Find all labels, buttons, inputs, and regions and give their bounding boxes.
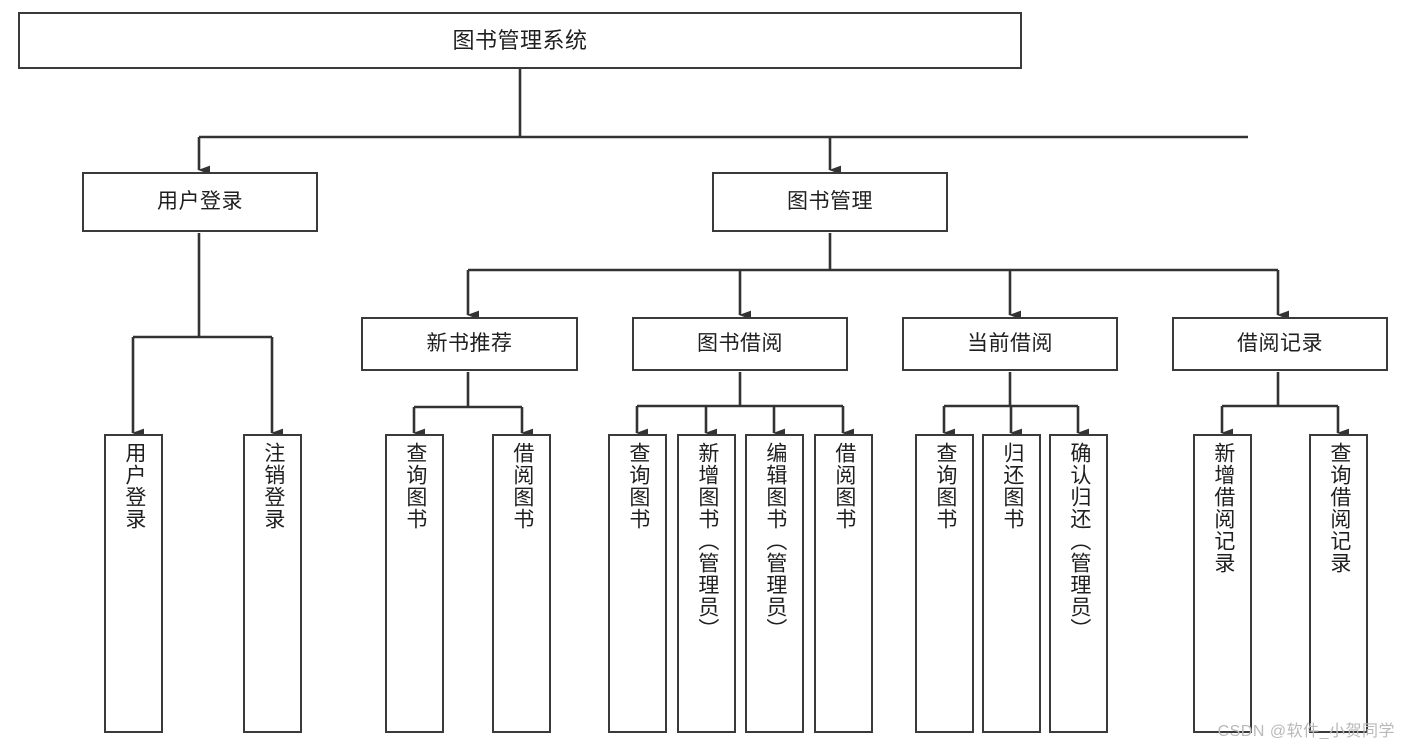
node-label: 确认归还（管理员） [1067, 442, 1091, 640]
node-leaf-add-book-admin[interactable]: 新增图书（管理员） [677, 434, 736, 733]
node-leaf-borrow-book-borrow[interactable]: 借阅图书 [814, 434, 873, 733]
node-book-management[interactable]: 图书管理 [712, 172, 948, 232]
node-leaf-return-book[interactable]: 归还图书 [982, 434, 1041, 733]
node-label: 查询图书 [626, 442, 650, 530]
node-leaf-user-login[interactable]: 用户登录 [104, 434, 163, 733]
node-label: 注销登录 [261, 442, 285, 530]
node-label: 新增借阅记录 [1211, 442, 1235, 574]
node-label: 图书管理 [787, 189, 873, 213]
node-leaf-query-book-new-recommend[interactable]: 查询图书 [385, 434, 444, 733]
node-leaf-edit-book-admin[interactable]: 编辑图书（管理员） [745, 434, 804, 733]
node-label: 借阅记录 [1237, 331, 1323, 355]
node-label: 查询借阅记录 [1327, 442, 1351, 574]
node-leaf-add-borrow-record[interactable]: 新增借阅记录 [1193, 434, 1252, 733]
node-label: 借阅图书 [832, 442, 856, 530]
node-user-login[interactable]: 用户登录 [82, 172, 318, 232]
node-new-book-recommend[interactable]: 新书推荐 [361, 317, 578, 371]
node-book-borrow[interactable]: 图书借阅 [632, 317, 848, 371]
node-borrow-record[interactable]: 借阅记录 [1172, 317, 1388, 371]
node-leaf-query-book-current[interactable]: 查询图书 [915, 434, 974, 733]
node-label: 用户登录 [157, 189, 243, 213]
node-leaf-logout-login[interactable]: 注销登录 [243, 434, 302, 733]
node-label: 当前借阅 [967, 331, 1053, 355]
node-leaf-confirm-return-admin[interactable]: 确认归还（管理员） [1049, 434, 1108, 733]
node-leaf-query-book-borrow[interactable]: 查询图书 [608, 434, 667, 733]
node-label: 新增图书（管理员） [695, 442, 719, 640]
node-label: 查询图书 [403, 442, 427, 530]
node-label: 图书管理系统 [452, 27, 588, 53]
node-root-book-management-system[interactable]: 图书管理系统 [18, 12, 1022, 69]
node-leaf-query-borrow-record[interactable]: 查询借阅记录 [1309, 434, 1368, 733]
node-label: 用户登录 [122, 442, 146, 530]
node-label: 图书借阅 [697, 331, 783, 355]
node-label: 归还图书 [1000, 442, 1024, 530]
node-label: 编辑图书（管理员） [763, 442, 787, 640]
node-label: 新书推荐 [426, 331, 513, 355]
node-label: 借阅图书 [510, 442, 534, 530]
node-leaf-borrow-book-new-recommend[interactable]: 借阅图书 [492, 434, 551, 733]
node-current-borrow[interactable]: 当前借阅 [902, 317, 1118, 371]
csdn-watermark: CSDN @软件_小贺同学 [1217, 723, 1395, 740]
node-label: 查询图书 [933, 442, 957, 530]
